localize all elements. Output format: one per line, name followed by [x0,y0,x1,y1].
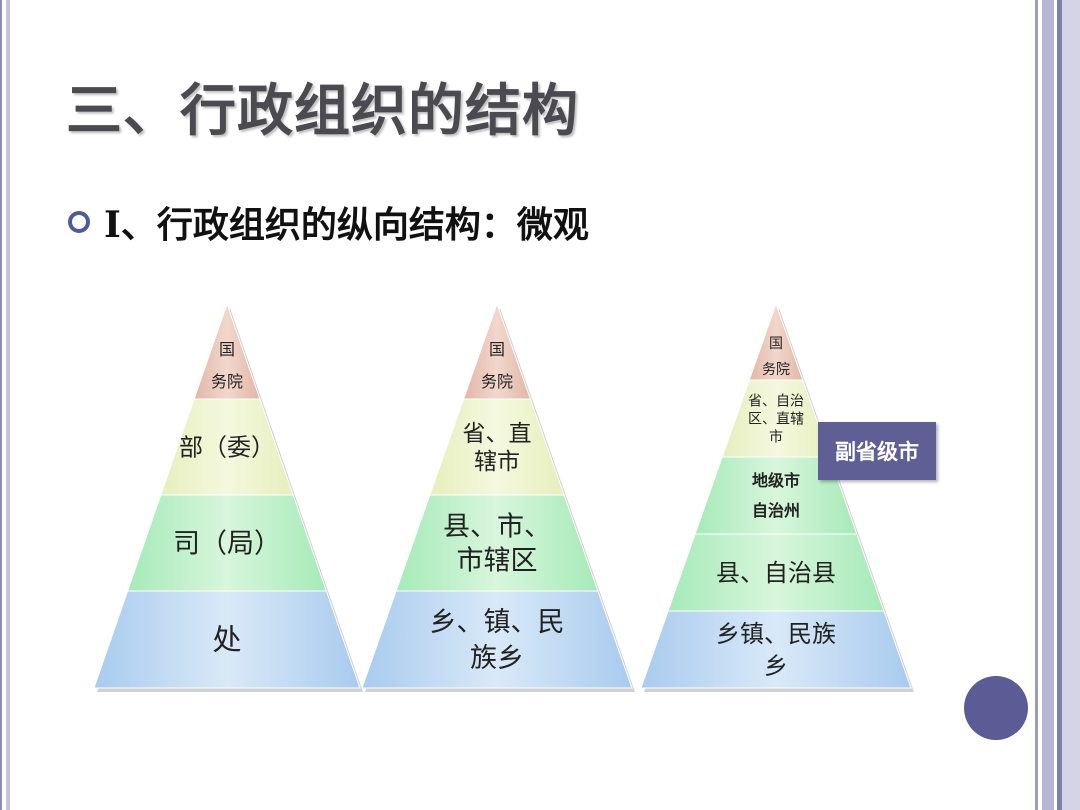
tier-label: 国 [489,340,505,359]
tier-label: 乡、镇、民 [430,607,565,638]
bullet-ring-icon [68,211,90,233]
tier-label: 区、直辖 [748,410,804,427]
tier-label: 国 [219,340,235,359]
tier-label: 辖市 [474,449,520,475]
tier-label: 部（委） [179,433,275,461]
pyramid-tier [93,590,361,689]
tier-label: 司（局） [173,528,281,559]
tier-label: 务院 [762,362,790,378]
right-frame-border [1032,0,1080,810]
left-frame-border [0,0,10,810]
slide-title: 三、行政组织的结构 [66,78,579,144]
tier-label: 务院 [481,372,513,391]
tier-label: 省、自治 [748,393,804,409]
tier-label: 省、直 [463,421,532,447]
tier-label: 地级市 [752,471,800,490]
tier-label: 乡 [764,652,788,680]
tier-label: 乡镇、民族 [716,620,836,648]
tier-label: 国 [769,336,783,352]
pyramid-tier [640,610,912,689]
tier-label: 处 [212,623,241,657]
bullet-item: I、行政组织的纵向结构：微观 [68,196,589,248]
tier-label: 族乡 [470,643,524,674]
pyramid-tier [361,590,633,689]
tier-label: 市辖区 [457,545,538,576]
tier-label: 自治州 [752,501,800,520]
tier-label: 县、自治县 [716,559,836,587]
tier-label: 市 [769,428,783,445]
bullet-text: I、行政组织的纵向结构：微观 [104,204,589,246]
pyramid-tier [395,494,599,592]
sub-provincial-city-badge: 副省级市 [818,422,936,480]
tier-label: 务院 [211,372,243,391]
tier-label: 县、市、 [443,511,551,542]
decorative-circle [964,676,1028,740]
